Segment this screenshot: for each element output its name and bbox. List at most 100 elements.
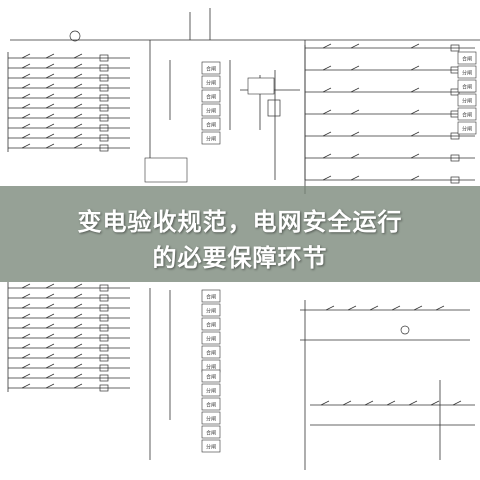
contact-symbol (73, 283, 83, 289)
coil-symbol (450, 44, 460, 52)
contact-symbol (45, 303, 55, 309)
left-bottom-cabinet-label: 分闸 (206, 364, 216, 371)
right-top-cell (457, 51, 477, 65)
right-top-cabinet-label: 分闸 (462, 98, 472, 105)
contact-symbol (410, 109, 420, 115)
contact-symbol (73, 83, 83, 89)
contact-symbol (21, 293, 31, 299)
contact-symbol (350, 109, 360, 115)
left-bottom-cell (201, 345, 221, 359)
contact-symbol (45, 313, 55, 319)
coil-symbol (99, 304, 109, 312)
contact-symbol (322, 109, 332, 115)
contact-symbol (410, 65, 420, 71)
contact-symbol (21, 73, 31, 79)
left-bottom-lower-cell (201, 369, 221, 383)
coil-symbol (99, 384, 109, 392)
contact-symbol (386, 400, 396, 406)
coil-symbol (99, 114, 109, 122)
contact-symbol (73, 303, 83, 309)
contact-symbol (369, 305, 379, 311)
contact-symbol (410, 87, 420, 93)
indicator-symbol (400, 325, 410, 335)
contact-symbol (45, 93, 55, 99)
contact-symbol (21, 333, 31, 339)
contact-symbol (350, 153, 360, 159)
contact-symbol (322, 43, 332, 49)
coil-symbol (99, 294, 109, 302)
left-top-cabinet-label: 分闸 (206, 80, 216, 87)
contact-symbol (21, 323, 31, 329)
left-bottom-cabinet-label: 分闸 (206, 308, 216, 315)
contact-symbol (21, 133, 31, 139)
contact-symbol (322, 131, 332, 137)
left-top-cell (201, 89, 221, 103)
contact-symbol (430, 400, 440, 406)
contact-symbol (73, 73, 83, 79)
left-bottom-cell (201, 331, 221, 345)
right-top-cell (457, 93, 477, 107)
contact-symbol (350, 87, 360, 93)
contact-symbol (435, 305, 445, 311)
coil-symbol (450, 176, 460, 184)
contact-symbol (45, 343, 55, 349)
left-top-cell (201, 103, 221, 117)
contact-symbol (410, 131, 420, 137)
left-bottom-lower-cabinet-label: 分闸 (206, 388, 216, 395)
left-top-cabinet-label: 合闸 (206, 122, 216, 129)
right-top-cabinet-label: 合闸 (462, 84, 472, 91)
contact-symbol (73, 63, 83, 69)
contact-symbol (347, 305, 357, 311)
contact-symbol (21, 283, 31, 289)
coil-symbol (99, 374, 109, 382)
right-top-cabinet-label: 分闸 (462, 70, 472, 77)
coil-symbol (99, 74, 109, 82)
motor-symbol (69, 30, 81, 42)
contact-symbol (45, 283, 55, 289)
contact-symbol (452, 400, 462, 406)
coil-symbol (99, 364, 109, 372)
coil-symbol (99, 344, 109, 352)
contact-symbol (322, 153, 332, 159)
contact-symbol (21, 83, 31, 89)
left-bottom-lower-cell (201, 397, 221, 411)
left-bottom-cell (201, 289, 221, 303)
contact-symbol (410, 175, 420, 181)
contact-symbol (21, 383, 31, 389)
contact-symbol (73, 143, 83, 149)
relay-box (267, 99, 281, 117)
contact-symbol (350, 175, 360, 181)
coil-symbol (99, 64, 109, 72)
left-bottom-lower-cell (201, 439, 221, 453)
left-bottom-cell (201, 303, 221, 317)
left-top-cabinet-label: 分闸 (206, 136, 216, 143)
headline-banner: 变电验收规范，电网安全运行 的必要保障环节 (0, 186, 480, 282)
left-bottom-lower-cabinet-label: 分闸 (206, 444, 216, 451)
contact-symbol (413, 305, 423, 311)
contact-symbol (73, 53, 83, 59)
contact-symbol (73, 113, 83, 119)
contact-symbol (21, 93, 31, 99)
contact-symbol (73, 103, 83, 109)
contact-symbol (21, 63, 31, 69)
coil-symbol (99, 124, 109, 132)
contact-symbol (73, 133, 83, 139)
contact-symbol (410, 153, 420, 159)
contact-symbol (21, 373, 31, 379)
right-top-cabinet-label: 合闸 (462, 56, 472, 63)
left-top-cell (201, 75, 221, 89)
coil-symbol (99, 84, 109, 92)
contact-symbol (408, 400, 418, 406)
contact-symbol (21, 303, 31, 309)
contact-symbol (21, 143, 31, 149)
contact-symbol (391, 305, 401, 311)
contact-symbol (73, 343, 83, 349)
left-bottom-lower-cabinet-label: 合闸 (206, 402, 216, 409)
contact-symbol (320, 400, 330, 406)
contact-symbol (45, 73, 55, 79)
contact-symbol (21, 53, 31, 59)
contact-symbol (45, 113, 55, 119)
right-top-cell (457, 107, 477, 121)
contact-symbol (21, 103, 31, 109)
